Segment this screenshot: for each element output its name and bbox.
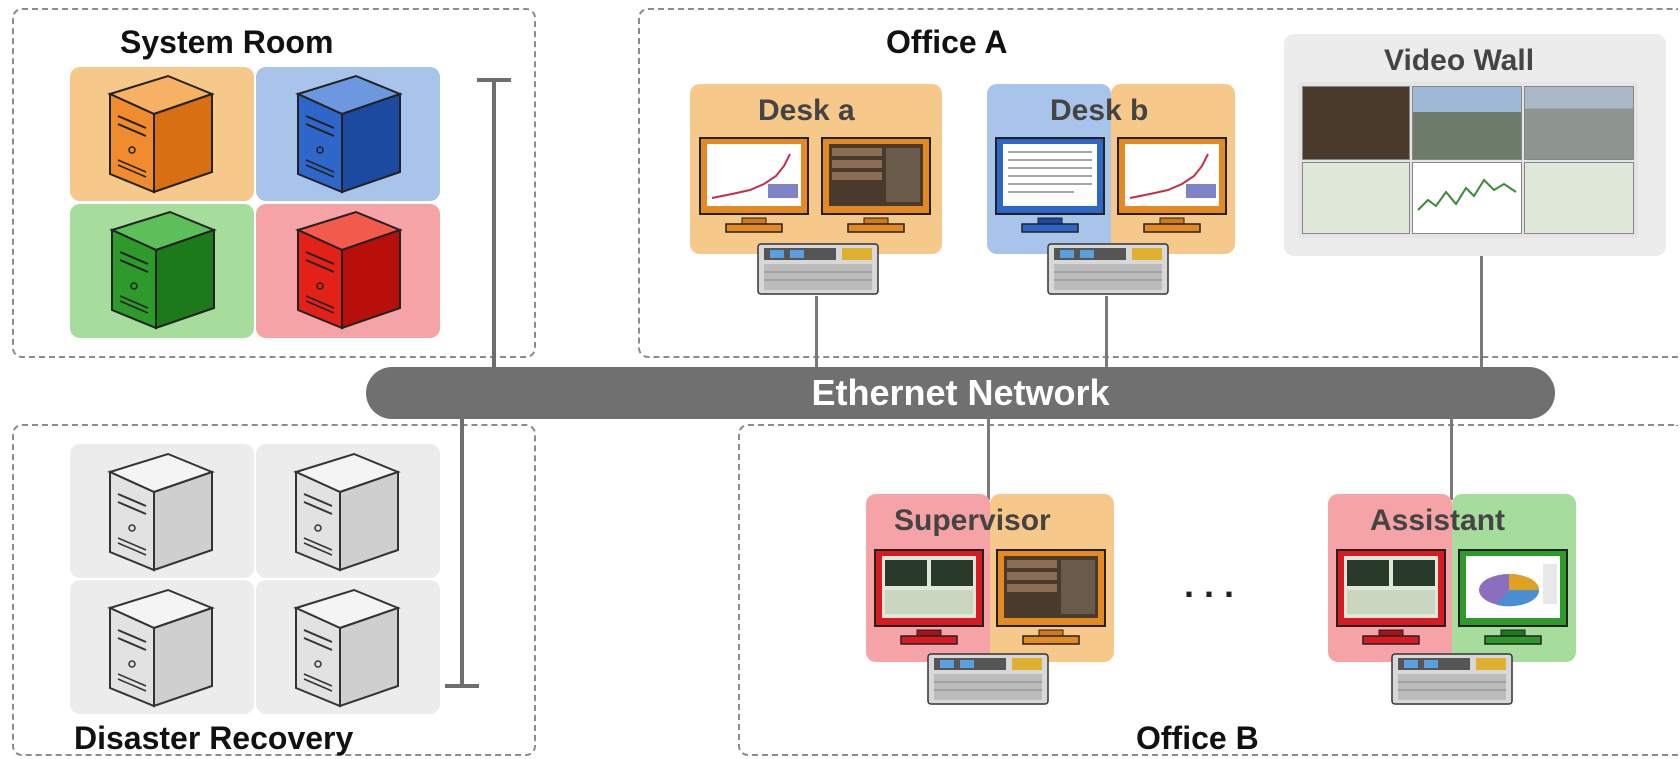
desk-a-label: Desk a (758, 94, 855, 127)
office-a-zone (638, 8, 1678, 358)
server-icon (295, 74, 403, 194)
keyboard-icon (1391, 653, 1513, 705)
assistant-label: Assistant (1370, 504, 1506, 537)
assistant-link (1450, 418, 1453, 500)
system-room-zone (12, 8, 536, 358)
supervisor-link (987, 418, 990, 500)
video-panel (1524, 162, 1634, 234)
system-room-title: System Room (120, 24, 334, 60)
server-icon (107, 74, 215, 194)
office-b-zone (738, 424, 1678, 756)
monitor-icon (1336, 549, 1446, 645)
video-panel (1302, 86, 1410, 160)
server-icon (293, 588, 401, 708)
disaster-recovery-connector (460, 416, 464, 686)
monitor-icon (699, 137, 809, 233)
disaster-recovery-zone (12, 424, 536, 756)
more-workstations-ellipsis: ... (1184, 564, 1245, 605)
connector-cap (477, 78, 511, 82)
server-icon (107, 588, 215, 708)
stock-line-icon (1417, 178, 1517, 211)
connector-cap (445, 684, 479, 688)
supervisor-label: Supervisor (894, 504, 1051, 537)
keyboard-icon (757, 243, 879, 295)
office-a-title: Office A (886, 24, 1008, 60)
server-icon (295, 210, 403, 330)
server-icon (107, 452, 215, 572)
desk-a-link (815, 296, 818, 368)
monitor-icon (821, 137, 931, 233)
monitor-icon (1117, 137, 1227, 233)
disaster-recovery-title: Disaster Recovery (74, 720, 354, 756)
desk-b-link (1105, 296, 1108, 368)
keyboard-icon (1047, 243, 1169, 295)
office-b-title: Office B (1136, 720, 1259, 756)
server-icon (109, 210, 217, 330)
video-wall-icon (1298, 82, 1638, 238)
video-panel (1302, 162, 1410, 234)
monitor-icon (1458, 549, 1568, 645)
video-panel (1412, 86, 1522, 160)
system-room-connector (492, 78, 496, 370)
video-wall-label: Video Wall (1384, 44, 1535, 77)
video-panel (1524, 86, 1634, 160)
video-wall-link (1480, 254, 1483, 368)
ethernet-network-bus: Ethernet Network (366, 367, 1555, 419)
desk-b-label: Desk b (1050, 94, 1149, 127)
monitor-icon (995, 137, 1105, 233)
monitor-icon (996, 549, 1106, 645)
monitor-icon (874, 549, 984, 645)
keyboard-icon (927, 653, 1049, 705)
video-panel (1412, 162, 1522, 234)
server-icon (293, 452, 401, 572)
